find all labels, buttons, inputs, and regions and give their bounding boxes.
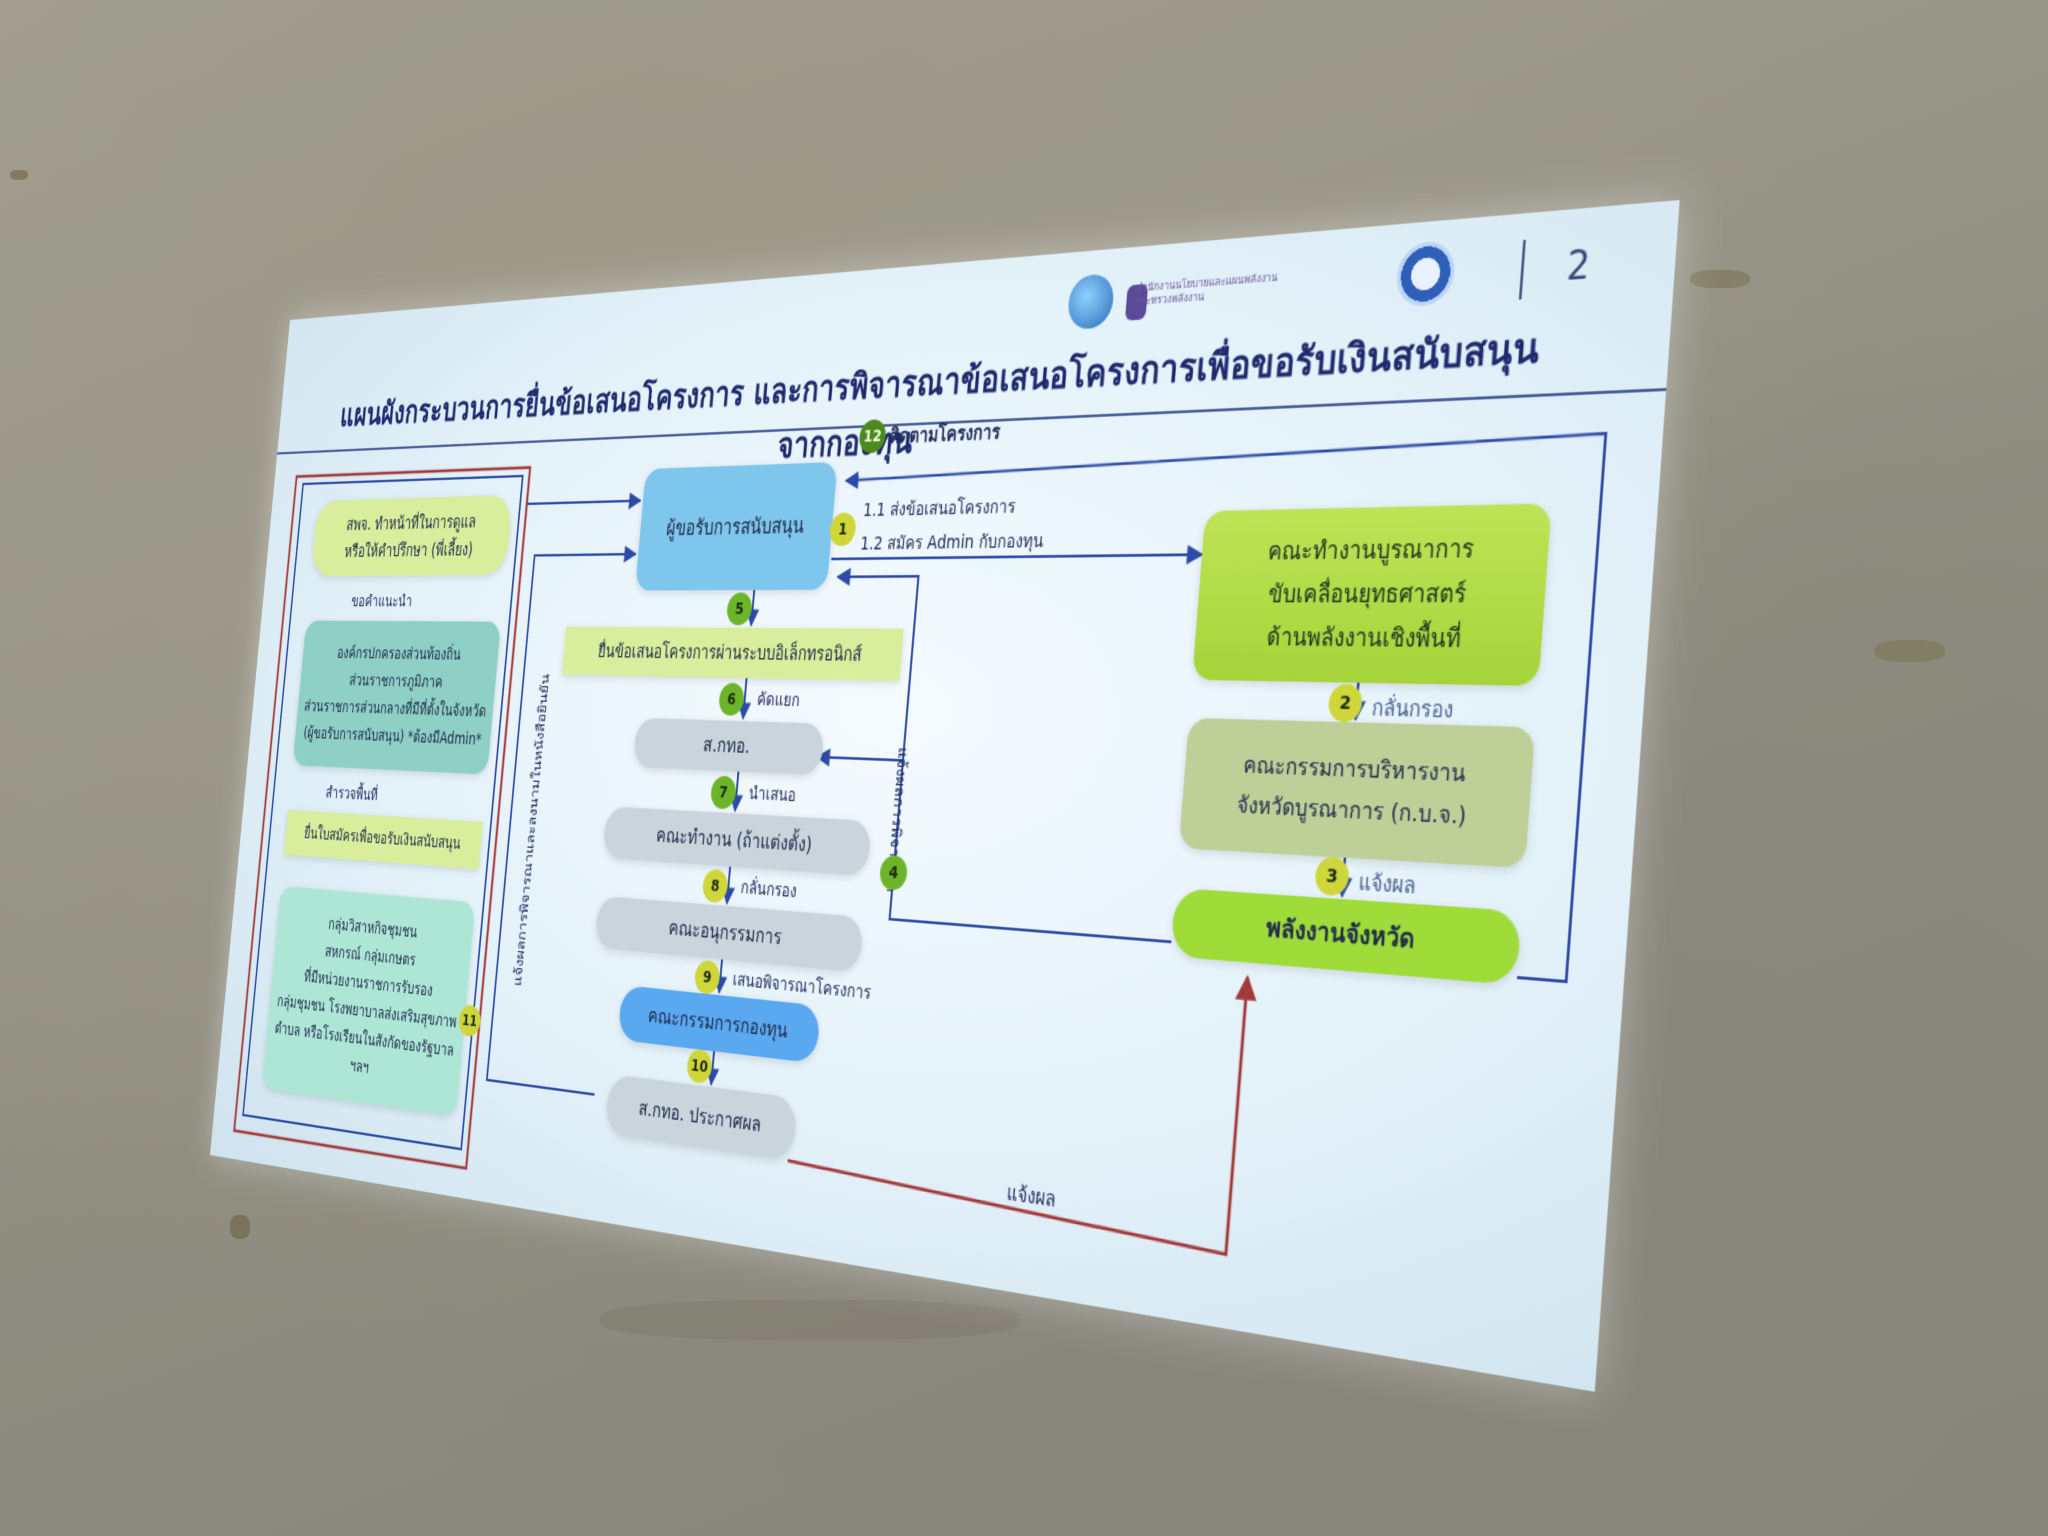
label-survey: สำรวจพื้นที่ [325, 780, 379, 808]
box-community-groups: กลุ่มวิสาหกิจชุมชน สหกรณ์ กลุ่มเกษตร ที่… [262, 886, 476, 1117]
box-requester: ผู้ขอรับการสนับสนุน [635, 462, 838, 591]
label-step12: ติดตามโครงการ [888, 416, 1001, 452]
label-step6: คัดแยก [756, 686, 801, 715]
label-step3: แจ้งผล [1357, 865, 1417, 904]
label-step8: กลั่นกรอง [739, 874, 797, 906]
box-provincial-committee: คณะกรรมการบริหารงาน จังหวัดบูรณาการ (ก.บ… [1179, 718, 1536, 868]
label-bottom-notify: แจ้งผล [1005, 1176, 1057, 1217]
label-step7: นำเสนอ [748, 780, 797, 810]
label-step1-1: 1.1 ส่งข้อเสนอโครงการ [862, 493, 1017, 526]
box-integration-team: คณะทำงานบูรณาการ ขับเคลื่อนยุทธศาสตร์ ด้… [1192, 503, 1552, 686]
label-step1-2: 1.2 สมัคร Admin กับกองทุน [859, 527, 1044, 559]
box-sakotho: ส.กทอ. [633, 718, 825, 775]
projected-slide: สำนักงานนโยบายและแผนพลังงาน กระทรวงพลังง… [210, 200, 1680, 1392]
box-advisor: สพจ. ทำหน้าที่ในการดูแล หรือให้คำปรึกษา … [310, 495, 512, 576]
label-advice: ขอคำแนะนำ [350, 589, 413, 614]
box-applicants: องค์กรปกครองส่วนท้องถิ่น ส่วนราชการภูมิภ… [293, 621, 502, 775]
box-submit-online: ยื่นข้อเสนอโครงการผ่านระบบอิเล็กทรอนิกส์ [562, 627, 904, 681]
